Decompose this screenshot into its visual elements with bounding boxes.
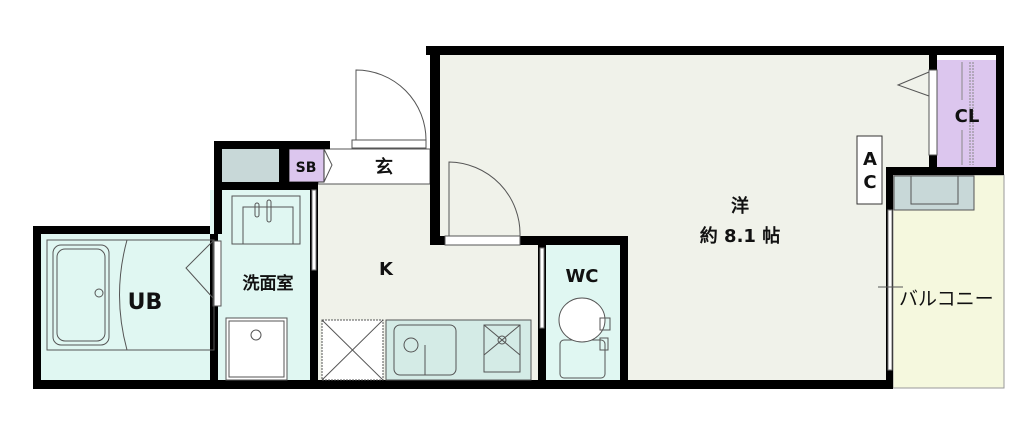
western-room-size: 約 8.1 帖 — [700, 225, 780, 247]
closet-floor — [937, 60, 996, 167]
wash-basin — [231, 195, 301, 245]
unit-bath-label: UB — [128, 290, 163, 315]
balcony-label: バルコニー — [899, 288, 994, 310]
entrance-label: 玄 — [375, 156, 393, 178]
closet-rail — [961, 62, 974, 165]
air-conditioner — [856, 135, 883, 205]
shoe-box-label: SB — [296, 160, 317, 176]
meter-box — [222, 149, 279, 182]
washing-machine-pan — [225, 317, 288, 381]
closet-label: CL — [955, 106, 980, 127]
washroom-label: 洗面室 — [243, 273, 294, 294]
kitchen-counter — [385, 319, 532, 381]
western-room-label: 洋 — [731, 195, 749, 217]
outdoor-unit — [893, 175, 975, 211]
bathtub — [46, 239, 215, 351]
doors — [185, 69, 938, 371]
kitchen-label: K — [379, 259, 394, 280]
air-conditioner-label-a: A — [863, 149, 877, 170]
air-conditioner-label-c: C — [863, 172, 876, 193]
toilet-label: WC — [565, 266, 598, 287]
toilet — [558, 297, 611, 379]
refrigerator-space — [321, 319, 384, 381]
entrance-floor — [317, 148, 431, 185]
unit-bath-floor — [41, 234, 218, 380]
